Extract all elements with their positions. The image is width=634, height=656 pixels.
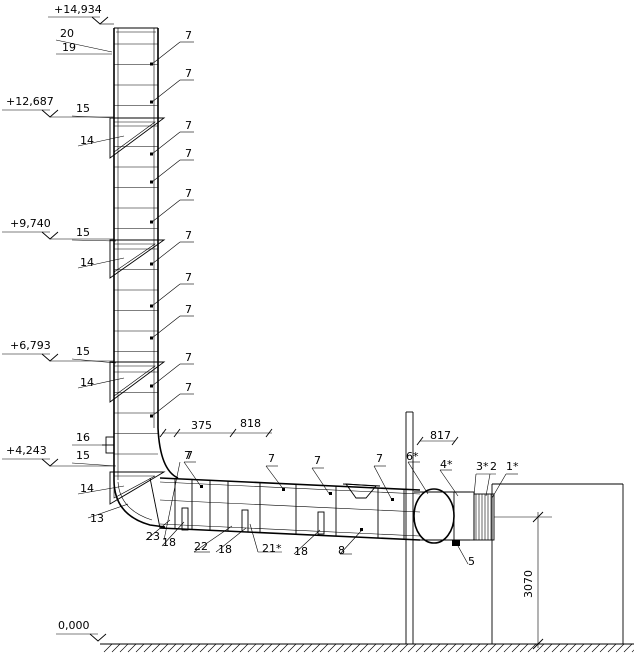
structure [405, 411, 624, 644]
top-dimensions: 375 818 817 [159, 417, 459, 446]
callout-label: 22 [194, 540, 208, 553]
callout-label: 18 [162, 536, 176, 549]
elevation-label: +6,793 [10, 339, 51, 352]
callout-label: 7 [186, 449, 193, 462]
callout-label: 16 [76, 431, 90, 444]
callout-label: 4* [440, 458, 453, 471]
elevation-label: 0,000 [58, 619, 90, 632]
segment-label: 7 [185, 271, 192, 284]
elevation-label: +4,243 [6, 444, 47, 457]
callout-label: 14 [80, 134, 94, 147]
callout-label: 23 [146, 530, 160, 543]
elevation-label: +14,934 [54, 3, 102, 16]
callout-label: 6* [406, 450, 419, 463]
callout-label: 8 [338, 544, 345, 557]
elevation-label: +12,687 [6, 95, 54, 108]
segment-label: 7 [185, 303, 192, 316]
callout-label: 14 [80, 376, 94, 389]
callout-label: 19 [62, 41, 76, 54]
dim-375-label: 375 [191, 419, 212, 432]
callout-label: 20 [60, 27, 74, 40]
callout-label: 15 [76, 345, 90, 358]
dim-3070-label: 3070 [522, 570, 535, 598]
callout-label: 7 [376, 452, 383, 465]
segment-label: 7 [185, 229, 192, 242]
callout-label: 18 [218, 543, 232, 556]
dimension-3070: 3070 [522, 511, 544, 650]
callout-label: 5 [468, 555, 475, 568]
ground [100, 643, 634, 653]
callout-label: 15 [76, 226, 90, 239]
segment-label: 7 [185, 147, 192, 160]
segment-label: 7 [185, 119, 192, 132]
segment-label: 7 [185, 187, 192, 200]
callout-label: 1* [506, 460, 519, 473]
callout-label: 14 [80, 482, 94, 495]
segment-label: 7 [185, 381, 192, 394]
left-callouts: 20 19 15 14 15 14 15 14 16 15 14 13 [55, 27, 129, 525]
callout-label: 3* [476, 460, 489, 473]
elevation-label: +9,740 [10, 217, 51, 230]
dim-817-label: 817 [430, 429, 451, 442]
segment-label: 7 [185, 29, 192, 42]
segment-label: 7 [185, 67, 192, 80]
vertical-duct [113, 27, 159, 480]
callout-label: 15 [76, 102, 90, 115]
callout-label: 7 [314, 454, 321, 467]
horizontal-callouts: 7 7 7 7 7 23 18 22 18 21* 18 8 [145, 449, 519, 568]
callout-label: 7 [268, 452, 275, 465]
callout-label: 7 [184, 449, 191, 462]
fan-section [413, 488, 495, 546]
dim-818-label: 818 [240, 417, 261, 430]
support-brackets [109, 117, 166, 505]
segment-callouts: 7 7 7 7 7 7 7 7 7 7 [150, 29, 194, 418]
segment-label: 7 [185, 351, 192, 364]
callout-label: 18 [294, 545, 308, 558]
callout-label: 15 [76, 449, 90, 462]
elevation-marks: +14,934 +12,687 +9,740 +6,793 +4,243 0,0… [2, 3, 114, 642]
callout-label: 13 [90, 512, 104, 525]
callout-label: 14 [80, 256, 94, 269]
callout-label: 2 [490, 460, 497, 473]
horizontal-duct [159, 477, 421, 541]
callout-label: 21* [262, 542, 282, 555]
